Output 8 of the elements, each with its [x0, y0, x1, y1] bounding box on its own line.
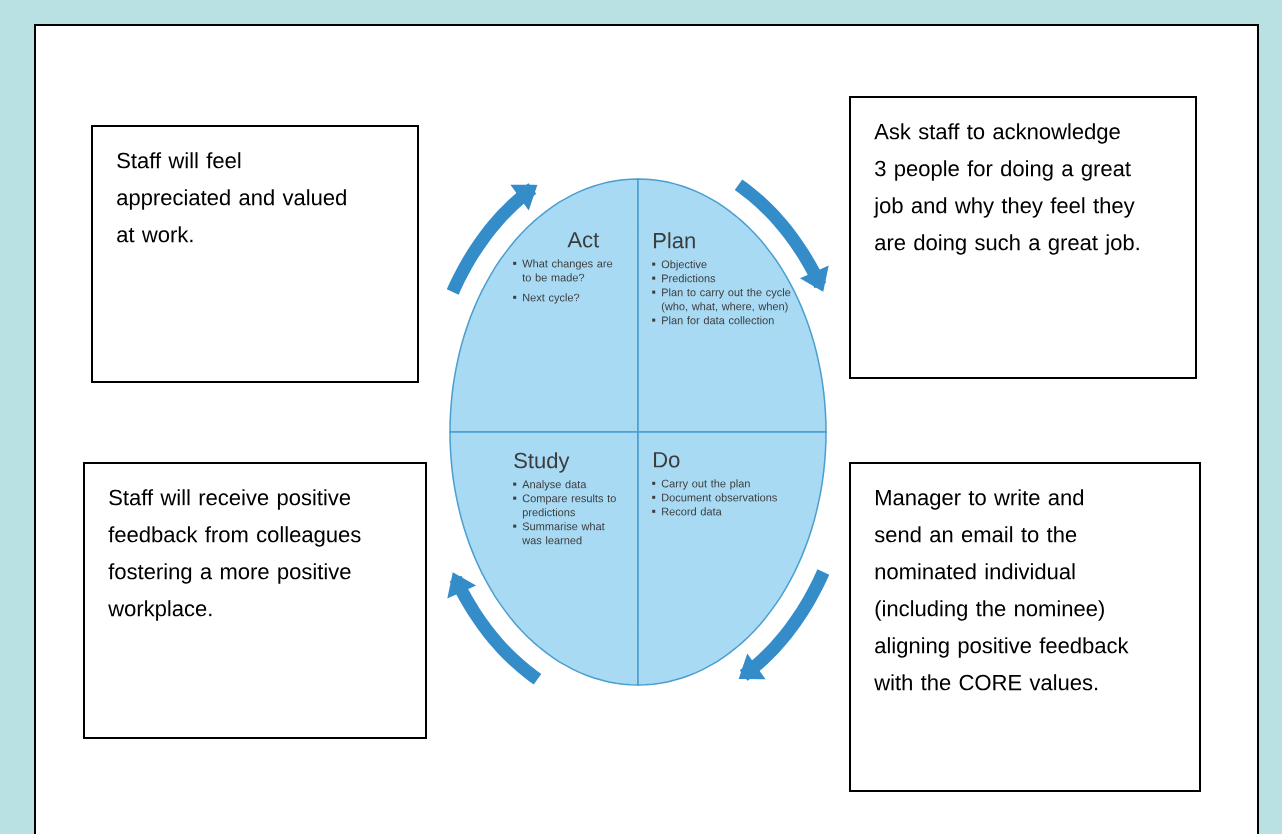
cycle-quadrant: Act What changes are to be made? Next cycle?: [449, 178, 639, 433]
cycle-quadrant: Study Analyse data Compare results to predictions Summarise what was learned: [449, 431, 639, 686]
text-box: Manager to write and send an email to the nominated individual (including the nominee) aligning positive feedback with the CORE values.: [849, 462, 1201, 792]
cycle-quadrant: Do Carry out the plan Document observations Record data: [637, 431, 827, 686]
text-box: Staff will receive positive feedback from colleagues fostering a more positive workplace.: [83, 462, 427, 739]
cycle-quadrant: Plan Objective Predictions Plan to carry out the cycle (who, what, where, when) Plan for data collection: [637, 178, 827, 433]
text-box: Staff will feel appreciated and valued at work.: [91, 125, 419, 383]
text-box: Ask staff to acknowledge 3 people for doing a great job and why they feel they are doing such a great job.: [849, 96, 1197, 379]
